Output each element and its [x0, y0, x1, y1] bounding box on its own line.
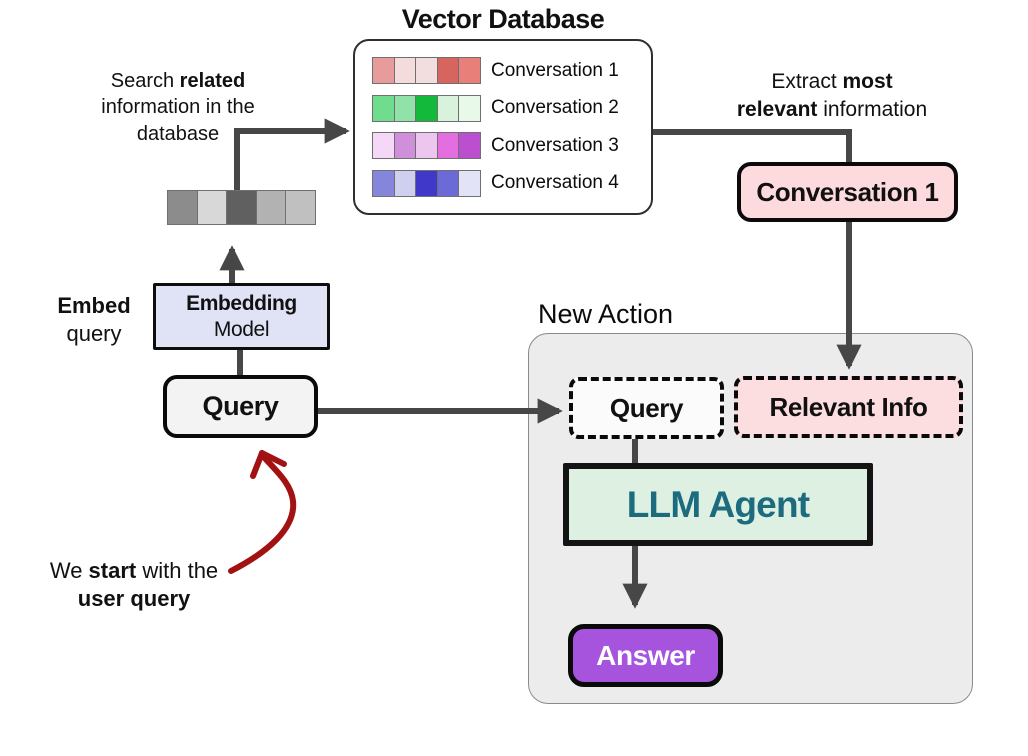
query-box: Query: [163, 375, 318, 438]
conversation-label: Conversation 1: [491, 59, 619, 81]
vector-cell: [196, 190, 228, 225]
vector-cell: [372, 169, 395, 197]
embedding-vector: [372, 94, 481, 122]
vector-cell: [415, 169, 438, 197]
note-text: We: [49, 558, 89, 583]
query-embedding-vector: [167, 190, 316, 225]
answer-box: Answer: [568, 624, 723, 687]
vector-cell: [226, 190, 257, 225]
vector-cell: [436, 132, 460, 160]
vector-cell: [285, 190, 316, 225]
vector-cell: [372, 57, 395, 85]
note-text: Extract: [771, 70, 843, 93]
note-text-bold: Embed: [57, 293, 131, 318]
new-action-query-label: Query: [609, 392, 684, 423]
conversation-label: Conversation 2: [491, 97, 619, 119]
note-text: database: [136, 122, 220, 145]
embedding-model-sublabel: Model: [213, 317, 270, 341]
embedding-vector: [372, 132, 481, 160]
vector-cell: [436, 57, 460, 85]
conversation-label: Conversation 3: [491, 134, 619, 156]
vector-cell: [255, 190, 287, 225]
note-text: Search: [110, 70, 180, 92]
vector-cell: [415, 132, 438, 160]
query-label: Query: [202, 391, 279, 421]
search-note: Search related information in the databa…: [72, 68, 284, 147]
embed-query-note: Embed query: [44, 292, 144, 347]
new-action-query-box: Query: [569, 377, 724, 439]
note-text-bold: start: [88, 558, 137, 583]
vector-cell: [393, 132, 417, 160]
vector-cell: [393, 169, 417, 197]
embedding-model-box: Embedding Model: [153, 283, 330, 350]
conversation-row-4: Conversation 4: [372, 169, 641, 197]
conversation-row-3: Conversation 3: [372, 132, 641, 160]
embedding-vector: [372, 57, 481, 85]
new-action-label: New Action: [538, 299, 674, 329]
conversation-1-label: Conversation 1: [756, 176, 939, 207]
embedding-vector: [372, 169, 481, 197]
relevant-info-box: Relevant Info: [734, 376, 963, 438]
vector-cell: [458, 132, 481, 160]
note-text: information: [817, 97, 928, 121]
answer-label: Answer: [596, 639, 695, 671]
llm-agent-label: LLM Agent: [626, 483, 810, 525]
vector-cell: [436, 169, 460, 197]
note-text: query: [66, 320, 122, 346]
conversation-1-box: Conversation 1: [737, 162, 958, 222]
vector-cell: [393, 94, 417, 122]
start-note: We start with the user query: [36, 557, 232, 612]
embedding-model-label: Embedding: [186, 292, 297, 316]
conversation-label: Conversation 4: [491, 172, 619, 194]
note-text: with the: [136, 558, 219, 583]
conversation-row-2: Conversation 2: [372, 94, 641, 122]
page-title: Vector Database: [401, 4, 605, 34]
vector-cell: [458, 57, 481, 85]
vector-cell: [415, 94, 438, 122]
note-text-bold: user query: [77, 585, 191, 611]
note-text: information in the: [101, 96, 255, 119]
extract-note: Extract most relevant information: [716, 68, 948, 123]
vector-database-box: Conversation 1 Conversation 2 Conversati…: [353, 39, 653, 215]
note-text-bold: related: [179, 70, 246, 92]
vector-cell: [415, 57, 438, 85]
vector-cell: [167, 190, 198, 225]
vector-cell: [393, 57, 417, 85]
vector-cell: [372, 132, 395, 160]
note-text-bold: most: [842, 70, 893, 93]
vector-cell: [372, 94, 395, 122]
vector-cell: [458, 94, 481, 122]
relevant-info-label: Relevant Info: [769, 391, 928, 422]
conversation-row-1: Conversation 1: [372, 57, 641, 85]
hand-drawn-red-arrow: [228, 450, 297, 574]
vector-cell: [458, 169, 481, 197]
vector-cell: [436, 94, 460, 122]
note-text-bold: relevant: [736, 97, 818, 121]
llm-agent-box: LLM Agent: [563, 463, 873, 546]
